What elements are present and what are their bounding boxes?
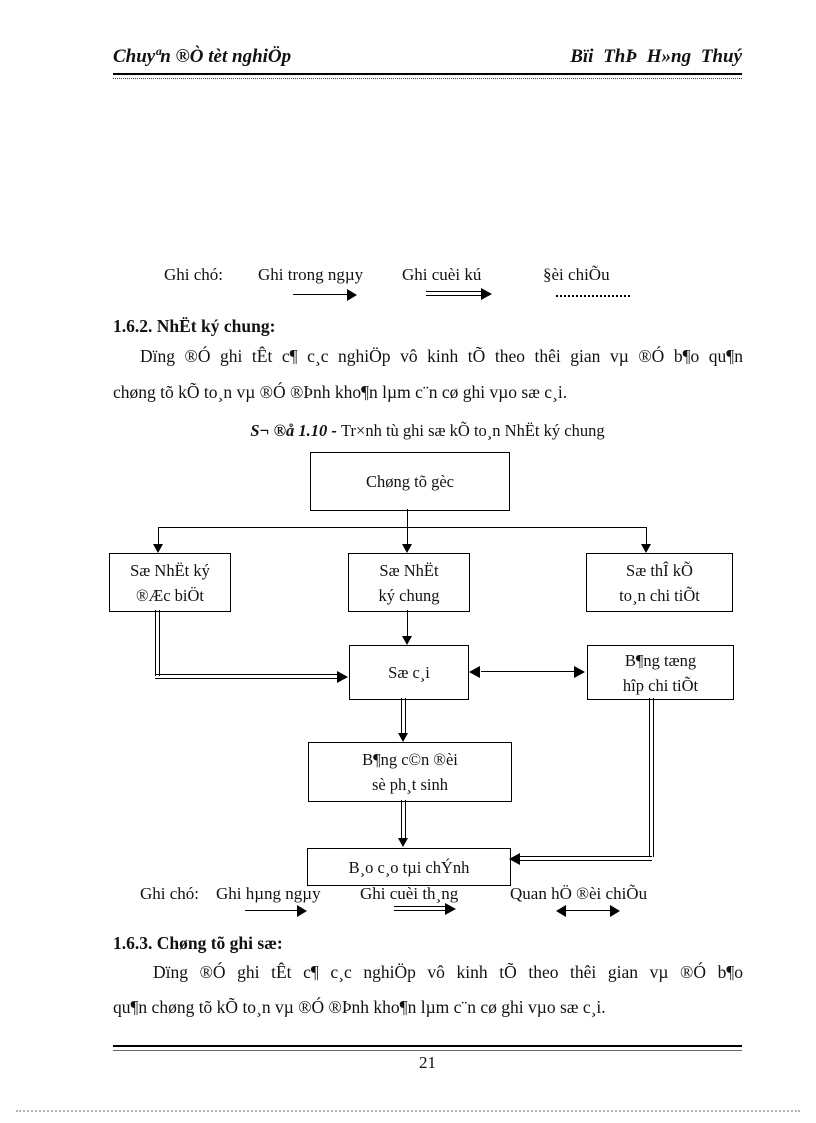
- double-arrow-icon: [426, 288, 492, 301]
- header-course-title: Chuyªn ®Ò tèt nghiÖp: [113, 46, 292, 67]
- arrowhead-down-icon: [398, 838, 408, 847]
- connector-split-middle: [407, 527, 408, 545]
- legend-bottom-monthend-label: Ghi cuèi th¸ng: [360, 884, 459, 903]
- connector-source-stem: [407, 509, 408, 528]
- arrowhead-down-icon: [402, 544, 412, 553]
- arrowhead-down-icon: [402, 636, 412, 645]
- box-bang-tong-hop-chi-tiet: B¶ng tæng hîp chi tiÕt: [587, 645, 734, 700]
- arrowhead-right-icon: [337, 671, 348, 683]
- legend-top-periodend-label: Ghi cuèi kú: [402, 265, 482, 284]
- connector-split-right: [646, 527, 647, 545]
- single-arrow-icon: [293, 289, 357, 302]
- box-bao-cao-tai-chinh: B¸o c¸o tµi chÝnh: [307, 848, 511, 886]
- dotted-line-icon: [556, 291, 630, 304]
- section-heading-1-6-3: 1.6.3. Chøng tõ ghi sæ:: [113, 933, 283, 953]
- double-arrow-icon: [394, 903, 456, 916]
- arrowhead-down-icon: [398, 733, 408, 742]
- paragraph-1-6-3-line-1: Dïng ®Ó ghi tÊt c¶ c¸c nghiÖp vô kinh tÕ…: [153, 962, 743, 982]
- legend-bottom-daily-label: Ghi hµng ngµy: [216, 884, 321, 903]
- connector-trialbalance-to-reports: [401, 800, 406, 839]
- figure-caption-title: Tr×nh tù ghi sæ kÕ to¸n NhËt ký chung: [341, 421, 605, 440]
- header-rule: [113, 73, 742, 79]
- box-so-nhat-ky-dac-biet: Sæ NhËt ký ®Æc biÖt: [109, 553, 231, 612]
- box-chung-tu-goc: Chøng tõ gèc: [310, 452, 510, 511]
- single-arrow-icon: [245, 905, 307, 918]
- arrowhead-right-icon: [574, 666, 585, 678]
- connector-journal-to-ledger: [407, 610, 408, 637]
- paragraph-1-6-2-line-1: Dïng ®Ó ghi tÊt c¶ c¸c nghiÖp vô kinh tÕ…: [140, 346, 743, 366]
- connector-ledger-summary-reconcile: [481, 671, 575, 672]
- box-so-nhat-ky-chung: Sæ NhËt ký chung: [348, 553, 470, 612]
- page-number: 21: [419, 1053, 436, 1072]
- box-so-cai: Sæ c¸i: [349, 645, 469, 700]
- double-headed-arrow-icon: [556, 905, 620, 918]
- box-so-the-ke-toan-chi-tiet: Sæ thÎ kÕ to¸n chi tiÕt: [586, 553, 733, 612]
- legend-bottom-label: Ghi chó:: [140, 884, 200, 903]
- connector-special-to-ledger-horizontal: [155, 674, 338, 679]
- figure-caption: S¬ ®å 1.10 - Tr×nh tù ghi sæ kÕ to¸n NhË…: [113, 421, 742, 441]
- paragraph-1-6-3-line-2: qu¶n chøng tõ kÕ to¸n vµ ®Ó ®Þnh kho¶n l…: [113, 997, 606, 1017]
- legend-top-reconcile-label: §èi chiÕu: [543, 265, 610, 284]
- box-bang-can-doi-so-phat-sinh: B¶ng c©n ®èi sè ph¸t sinh: [308, 742, 512, 802]
- header-author-name: Bïi ThÞ H»ng Thuý: [570, 46, 742, 67]
- legend-top-label: Ghi chó:: [164, 265, 224, 284]
- connector-ledger-to-trialbalance: [401, 698, 406, 734]
- connector-summary-to-reports-horizontal: [520, 856, 652, 861]
- bottom-dotted-rule: [16, 1110, 800, 1112]
- figure-caption-number: S¬ ®å 1.10 -: [250, 421, 342, 440]
- arrowhead-down-icon: [153, 544, 163, 553]
- connector-summary-to-reports-vertical: [649, 698, 654, 857]
- section-heading-1-6-2: 1.6.2. NhËt ký chung:: [113, 316, 276, 336]
- arrowhead-down-icon: [641, 544, 651, 553]
- connector-source-split: [158, 527, 647, 528]
- connector-split-left: [158, 527, 159, 545]
- arrowhead-left-icon: [469, 666, 480, 678]
- legend-top-daily-label: Ghi trong ngµy: [258, 265, 364, 284]
- footer-rule: [113, 1045, 742, 1051]
- paragraph-1-6-2-line-2: chøng tõ kÕ to¸n vµ ®Ó ®Þnh kho¶n lµm c¨…: [113, 382, 568, 402]
- legend-bottom-reconcile-label: Quan hÖ ®èi chiÕu: [510, 884, 648, 903]
- connector-special-to-ledger-vertical: [155, 610, 160, 676]
- arrowhead-left-icon: [509, 853, 520, 865]
